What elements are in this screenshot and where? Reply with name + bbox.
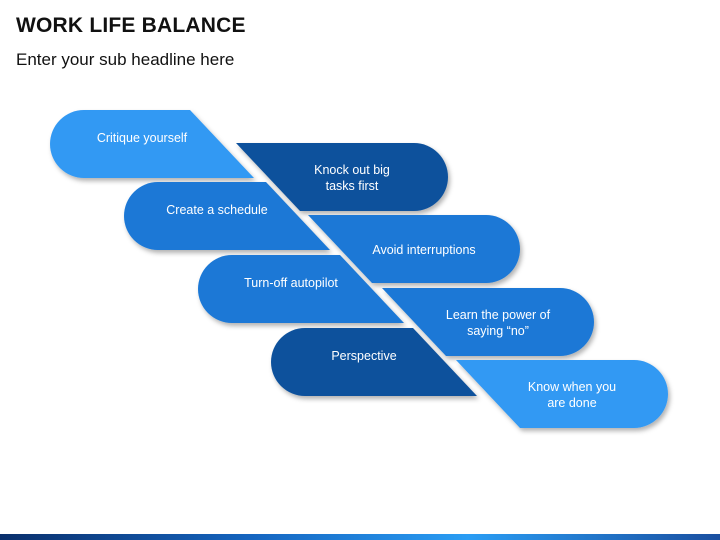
footer-bar bbox=[0, 534, 720, 540]
page-subtitle: Enter your sub headline here bbox=[16, 50, 235, 69]
step-label-line: Know when you bbox=[528, 380, 616, 394]
step-label-line: are done bbox=[547, 396, 596, 410]
step-pill-4 bbox=[308, 215, 520, 283]
step-label-line: Knock out big bbox=[314, 163, 390, 177]
step-label-line: saying “no” bbox=[467, 324, 529, 338]
step-label-8: Know when you are done bbox=[528, 380, 616, 410]
step-label-4: Avoid interruptions bbox=[372, 243, 475, 257]
page-title: WORK LIFE BALANCE bbox=[16, 14, 246, 37]
step-pill-5 bbox=[198, 255, 404, 323]
step-label-1: Critique yourself bbox=[97, 131, 188, 145]
step-label-line: Perspective bbox=[331, 349, 396, 363]
step-label-line: tasks first bbox=[326, 179, 379, 193]
step-label-5: Turn-off autopilot bbox=[244, 276, 338, 290]
step-pill-7 bbox=[271, 328, 477, 396]
step-label-7: Perspective bbox=[331, 349, 396, 363]
step-label-3: Create a schedule bbox=[166, 203, 268, 217]
step-pill-3 bbox=[124, 182, 330, 250]
step-pill-8 bbox=[456, 360, 668, 428]
step-label-line: Critique yourself bbox=[97, 131, 188, 145]
step-label-6: Learn the power of saying “no” bbox=[446, 308, 551, 338]
step-pill-2 bbox=[236, 143, 448, 211]
step-label-line: Turn-off autopilot bbox=[244, 276, 338, 290]
step-pill-6 bbox=[382, 288, 594, 356]
step-pill-1 bbox=[50, 110, 254, 178]
step-label-line: Avoid interruptions bbox=[372, 243, 475, 257]
step-label-line: Create a schedule bbox=[166, 203, 268, 217]
step-label-2: Knock out big tasks first bbox=[314, 163, 390, 193]
step-label-line: Learn the power of bbox=[446, 308, 551, 322]
